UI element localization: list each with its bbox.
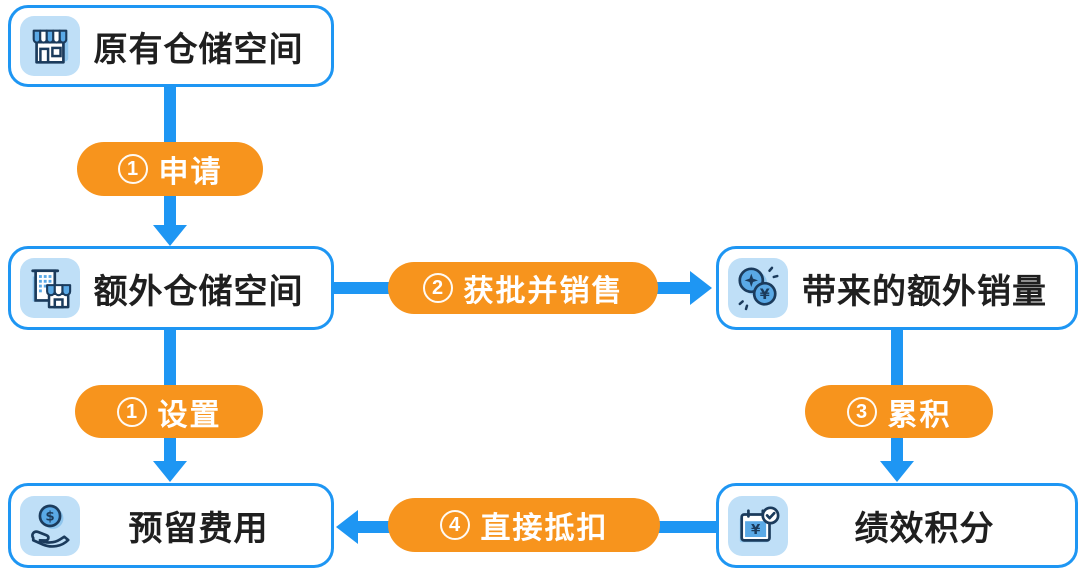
step-label: 直接抵扣 [480, 512, 609, 545]
node-extra-storage: 额外仓储空间 [8, 246, 334, 330]
node-label: 带来的额外销量 [802, 272, 1047, 311]
svg-text:¥: ¥ [751, 523, 761, 538]
arrowhead-down-icon [880, 461, 914, 482]
pill-step-apply: 1 申请 [77, 142, 263, 196]
node-label: 绩效积分 [854, 510, 995, 548]
node-label: 预留费用 [128, 510, 269, 548]
step-number-badge: 1 [117, 154, 148, 184]
step-number-badge: 4 [439, 510, 470, 540]
pill-step-deduct: 4 直接抵扣 [388, 498, 660, 552]
pill-step-accumulate: 3 累积 [805, 385, 993, 438]
arrowhead-right-icon [690, 271, 712, 305]
svg-text:$: $ [45, 509, 54, 524]
node-original-storage: 原有仓储空间 [8, 5, 334, 87]
svg-text:¥: ¥ [760, 287, 770, 303]
node-performance-points: ¥ 绩效积分 [716, 483, 1078, 568]
step-number-badge: 1 [116, 396, 147, 427]
arrowhead-down-icon [153, 461, 187, 482]
storefront-icon [20, 16, 80, 76]
building-store-icon [20, 258, 80, 318]
step-number-badge: 2 [422, 273, 453, 303]
arrowhead-down-icon [153, 225, 187, 246]
node-label: 额外仓储空间 [93, 272, 304, 311]
step-label: 设置 [157, 398, 222, 432]
node-extra-sales: ¥ 带来的额外销量 [716, 246, 1078, 330]
step-label: 累积 [887, 398, 952, 432]
pill-step-setup: 1 设置 [75, 385, 263, 438]
step-number-badge: 3 [846, 396, 877, 427]
calendar-yen-check-icon: ¥ [728, 495, 788, 556]
step-label: 申请 [158, 156, 223, 189]
hand-coin-icon: $ [20, 495, 80, 556]
step-label: 获批并销售 [463, 275, 624, 308]
arrowhead-left-icon [336, 510, 358, 544]
node-reserved-fee: $ 预留费用 [8, 483, 334, 568]
coins-yen-icon: ¥ [728, 258, 788, 318]
pill-step-approve-sell: 2 获批并销售 [388, 262, 658, 314]
node-label: 原有仓储空间 [93, 30, 304, 69]
